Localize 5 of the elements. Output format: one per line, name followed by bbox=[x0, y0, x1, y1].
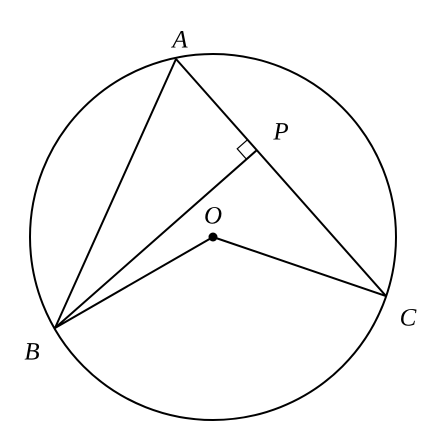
point-label: O bbox=[204, 204, 222, 228]
point-label: A bbox=[172, 28, 188, 52]
point-label: P bbox=[273, 120, 289, 144]
point-label: C bbox=[400, 306, 416, 330]
point-label: B bbox=[24, 340, 40, 364]
